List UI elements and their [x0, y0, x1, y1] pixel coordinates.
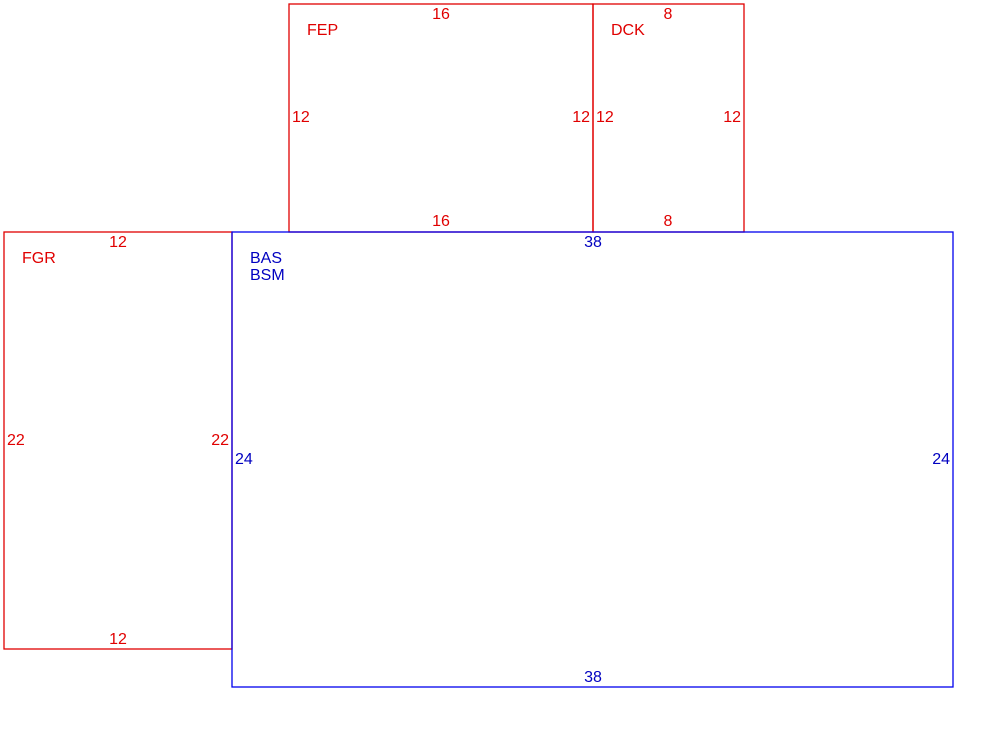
bas-bottom-dimension: 38: [584, 669, 602, 686]
dck-code-label: DCK: [611, 22, 645, 39]
fep-right-dimension: 12: [572, 109, 590, 126]
fep-left-dimension: 12: [292, 109, 310, 126]
fgr-right-dimension: 22: [211, 432, 229, 449]
dck-top-dimension: 8: [664, 6, 673, 23]
fgr-code-label: FGR: [22, 250, 56, 267]
bas-outline: [231, 231, 954, 688]
fgr-top-dimension: 12: [109, 234, 127, 251]
bsm-code-label: BSM: [250, 267, 285, 284]
dck-right-dimension: 12: [723, 109, 741, 126]
bas-right-dimension: 24: [932, 451, 950, 468]
dck-left-dimension: 12: [596, 109, 614, 126]
fgr-outline: [3, 231, 233, 650]
area-fgr: FGR 12 12 22 22: [3, 231, 233, 650]
area-fep: FEP 16 16 12 12: [288, 3, 594, 233]
bas-top-dimension: 38: [584, 234, 602, 251]
area-bas: BAS BSM 38 38 24 24: [231, 231, 954, 688]
area-dck: DCK 8 8 12 12: [592, 3, 745, 233]
dck-bottom-dimension: 8: [664, 213, 673, 230]
fep-top-dimension: 16: [432, 6, 450, 23]
bas-left-dimension: 24: [235, 451, 253, 468]
bas-code-label: BAS: [250, 250, 282, 267]
fgr-bottom-dimension: 12: [109, 631, 127, 648]
fep-bottom-dimension: 16: [432, 213, 450, 230]
fep-code-label: FEP: [307, 22, 338, 39]
fgr-left-dimension: 22: [7, 432, 25, 449]
